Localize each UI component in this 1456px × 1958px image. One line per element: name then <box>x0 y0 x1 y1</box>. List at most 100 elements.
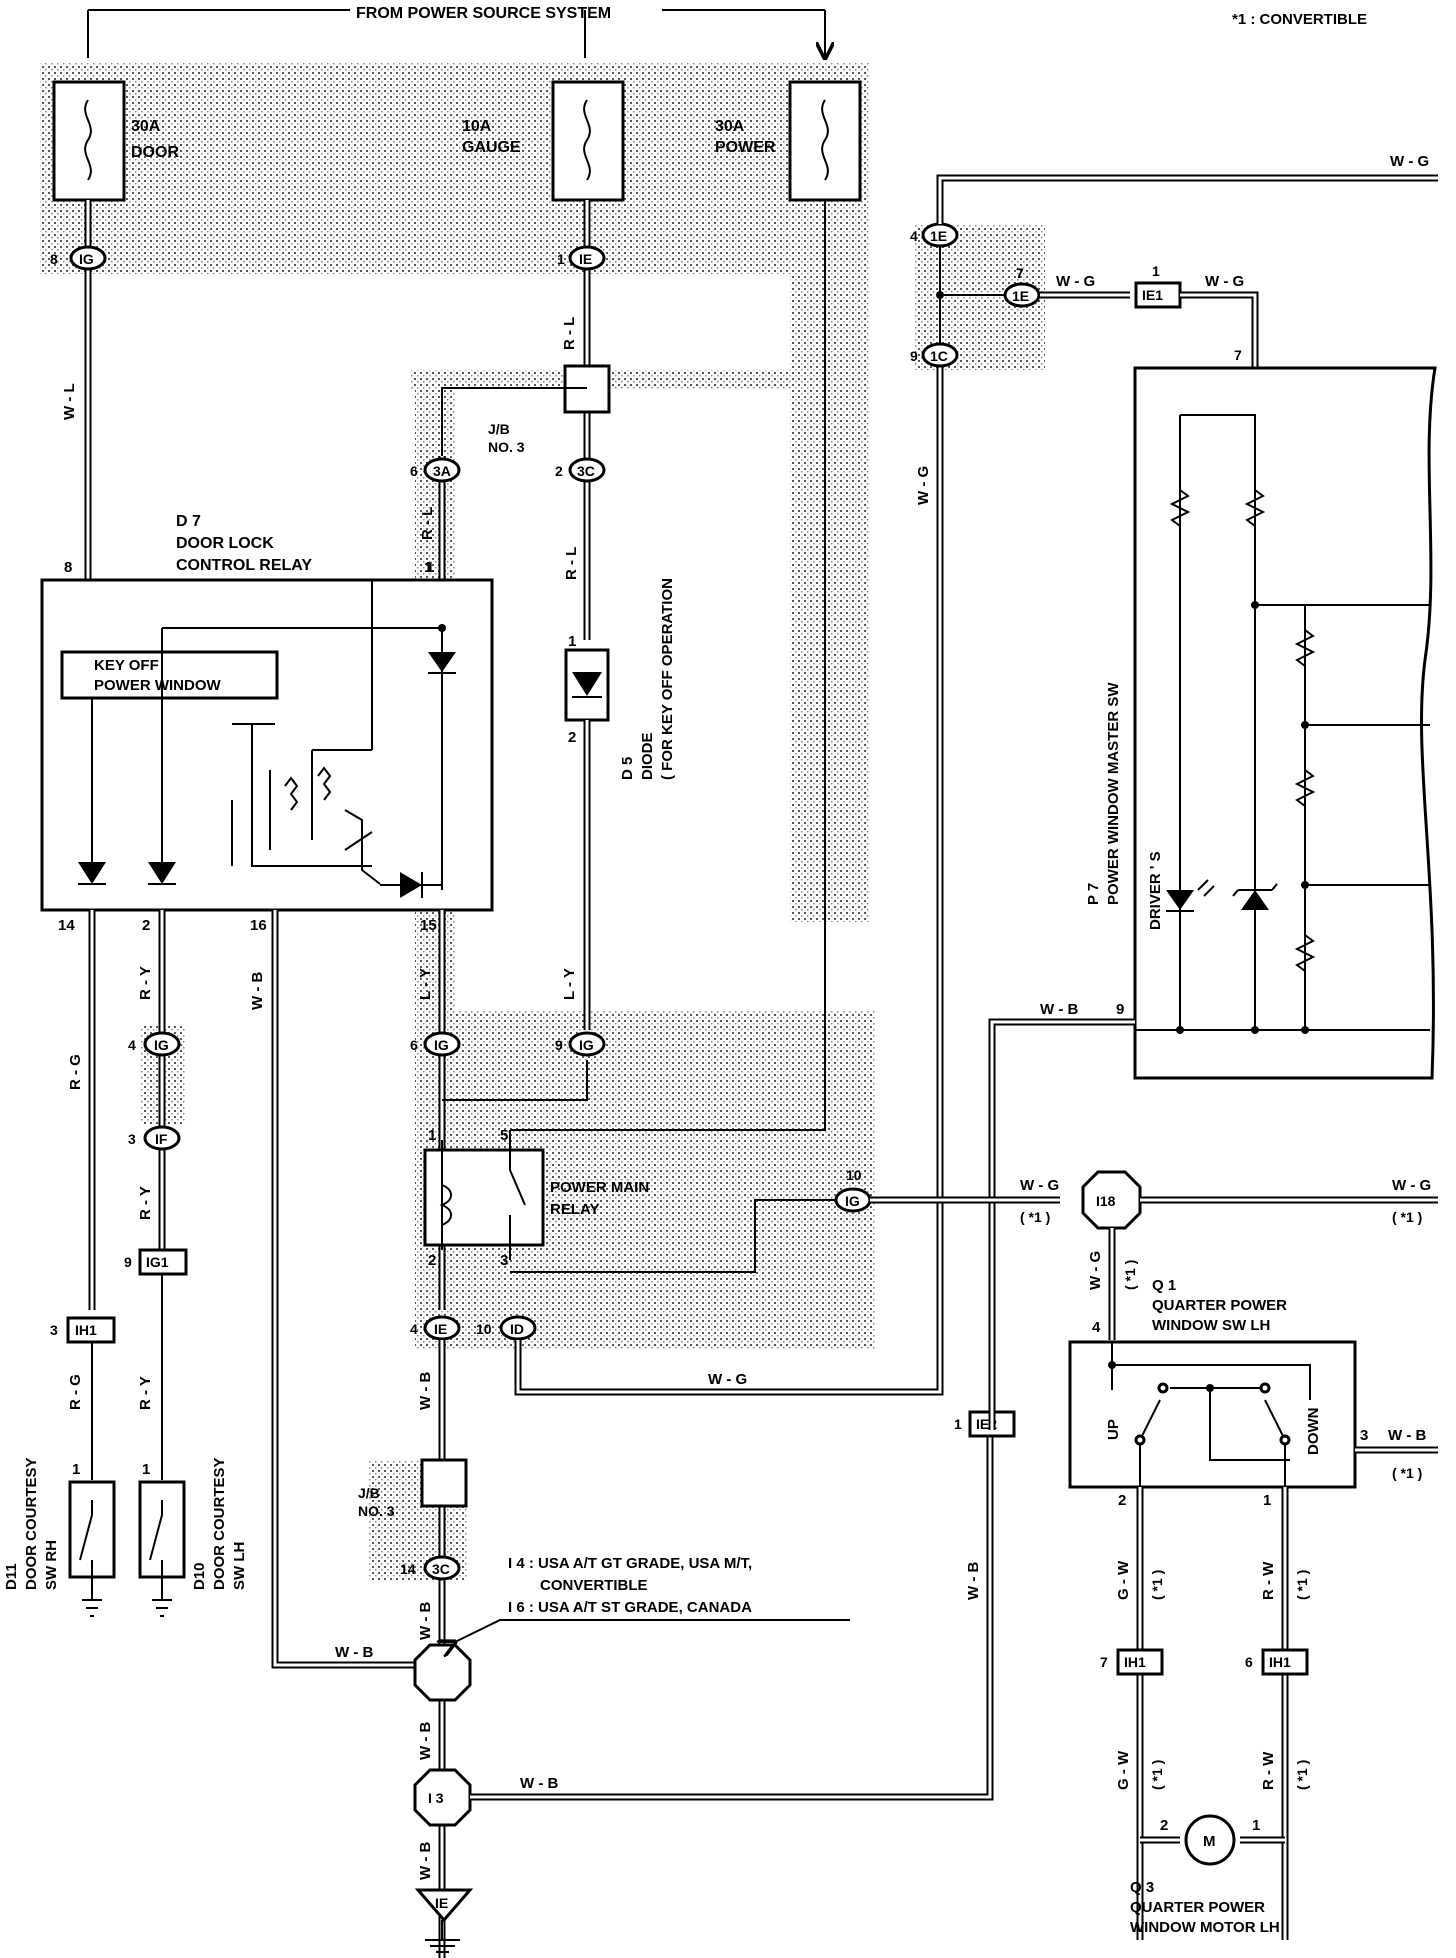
svg-text:3A: 3A <box>433 463 451 479</box>
svg-text:9: 9 <box>555 1037 563 1053</box>
svg-text:3: 3 <box>500 1252 508 1269</box>
svg-text:2: 2 <box>555 463 563 479</box>
diode-d5: 1 2 D 5 DIODE ( FOR KEY OFF OPERATION <box>564 578 676 780</box>
svg-text:4: 4 <box>1092 1319 1101 1336</box>
svg-text:IG: IG <box>579 1037 594 1053</box>
connector-ih1-3 <box>66 1316 116 1344</box>
connector-id-10 <box>499 1315 537 1341</box>
connector-if-3 <box>143 1125 181 1151</box>
svg-text:W - B: W - B <box>417 1602 434 1640</box>
connector-ih1-6 <box>1261 1648 1309 1676</box>
svg-text:14: 14 <box>400 1561 416 1577</box>
svg-text:1: 1 <box>954 1416 962 1432</box>
svg-text:IG: IG <box>845 1193 860 1209</box>
svg-text:R - L: R - L <box>561 317 578 350</box>
svg-text:9: 9 <box>124 1254 132 1270</box>
svg-text:8: 8 <box>64 559 72 576</box>
svg-text:4: 4 <box>410 1321 418 1337</box>
svg-text:1E: 1E <box>1012 288 1029 304</box>
svg-text:1: 1 <box>568 633 576 650</box>
svg-text:1: 1 <box>428 1127 436 1144</box>
svg-text:DOOR LOCK: DOOR LOCK <box>176 535 274 552</box>
svg-text:R - G: R - G <box>67 1054 84 1090</box>
connector-ie-4 <box>423 1315 461 1341</box>
fuse-door: 30A DOOR <box>52 80 179 202</box>
jb-node-lower <box>420 1458 468 1508</box>
svg-text:3C: 3C <box>577 463 595 479</box>
svg-text:IG: IG <box>434 1037 449 1053</box>
svg-text:30A: 30A <box>131 118 161 135</box>
svg-text:W - G: W - G <box>1020 1177 1059 1194</box>
svg-text:J/B: J/B <box>488 421 510 437</box>
svg-text:( FOR KEY OFF OPERATION: ( FOR KEY OFF OPERATION <box>659 578 676 780</box>
fuse-power: 30A POWER <box>715 80 862 202</box>
quarter-power-window-motor-q3: M 2 1 Q 3 QUARTER POWER WINDOW MOTOR LH <box>1130 1814 1285 1936</box>
svg-text:1C: 1C <box>930 348 948 364</box>
svg-text:W - B: W - B <box>417 1372 434 1410</box>
svg-text:R - G: R - G <box>67 1374 84 1410</box>
svg-text:1: 1 <box>1152 263 1160 279</box>
svg-text:IE1: IE1 <box>1142 287 1163 303</box>
svg-text:4: 4 <box>910 228 918 244</box>
svg-text:POWER WINDOW MASTER SW: POWER WINDOW MASTER SW <box>1105 682 1122 905</box>
svg-text:IG1: IG1 <box>146 1254 169 1270</box>
svg-text:1: 1 <box>426 559 434 576</box>
svg-text:QUARTER POWER: QUARTER POWER <box>1152 1297 1287 1314</box>
connector-ih1-7 <box>1116 1648 1164 1676</box>
svg-text:W - G: W - G <box>915 466 932 505</box>
svg-text:( *1 ): ( *1 ) <box>1392 1465 1422 1481</box>
svg-text:3: 3 <box>128 1131 136 1147</box>
svg-text:8: 8 <box>50 251 58 267</box>
svg-text:UP: UP <box>1105 1419 1122 1440</box>
svg-text:NO. 3: NO. 3 <box>488 439 525 455</box>
svg-text:( *1 ): ( *1 ) <box>1392 1209 1422 1225</box>
svg-text:W - B: W - B <box>1388 1427 1426 1444</box>
svg-text:DRIVER ' S: DRIVER ' S <box>1147 851 1164 930</box>
svg-text:( *1 ): ( *1 ) <box>1122 1260 1138 1290</box>
svg-text:2: 2 <box>568 729 576 746</box>
svg-text:9: 9 <box>1116 1001 1124 1018</box>
svg-text:R - L: R - L <box>563 547 580 580</box>
svg-text:3C: 3C <box>432 1561 450 1577</box>
svg-text:DOOR COURTESY: DOOR COURTESY <box>211 1457 228 1590</box>
svg-text:( *1 ): ( *1 ) <box>1020 1209 1050 1225</box>
svg-text:IE: IE <box>434 1321 447 1337</box>
connector-ig1-9 <box>138 1248 188 1276</box>
fuse-gauge: 10A GAUGE <box>462 80 625 202</box>
svg-text:W - B: W - B <box>417 1842 434 1880</box>
door-courtesy-sw-rh: D11 DOOR COURTESY SW RH <box>3 1457 116 1617</box>
connector-3a-6 <box>423 457 461 483</box>
svg-text:W - B: W - B <box>520 1775 558 1792</box>
svg-text:16: 16 <box>250 917 267 934</box>
svg-text:D11: D11 <box>3 1563 20 1590</box>
svg-text:W - G: W - G <box>1390 153 1429 170</box>
svg-text:Q 1: Q 1 <box>1152 1277 1176 1294</box>
svg-text:W - G: W - G <box>1056 273 1095 290</box>
svg-text:2: 2 <box>1160 1817 1168 1834</box>
svg-text:10: 10 <box>846 1167 862 1183</box>
svg-text:2: 2 <box>1118 1492 1126 1509</box>
svg-text:IG: IG <box>79 251 94 267</box>
connector-3c-14 <box>423 1555 461 1581</box>
connector-ig-8 <box>69 245 107 271</box>
svg-text:R - W: R - W <box>1260 1561 1277 1600</box>
svg-text:6: 6 <box>410 1037 418 1053</box>
svg-text:D10: D10 <box>191 1562 208 1590</box>
svg-text:( *1 ): ( *1 ) <box>1149 1570 1165 1600</box>
svg-text:( *1 ): ( *1 ) <box>1149 1760 1165 1790</box>
svg-text:WINDOW MOTOR LH: WINDOW MOTOR LH <box>1130 1919 1280 1936</box>
connector-3c-2 <box>568 457 606 483</box>
svg-text:2: 2 <box>428 1252 436 1269</box>
power-source-label: FROM POWER SOURCE SYSTEM <box>356 5 611 22</box>
svg-text:W - B: W - B <box>965 1562 982 1600</box>
svg-text:POWER: POWER <box>715 139 776 156</box>
svg-text:W - G: W - G <box>1087 1251 1104 1290</box>
svg-text:POWER MAIN: POWER MAIN <box>550 1179 649 1196</box>
svg-text:I 6 : USA A/T ST GRADE, CANADA: I 6 : USA A/T ST GRADE, CANADA <box>508 1599 752 1616</box>
svg-text:KEY OFF: KEY OFF <box>94 657 159 674</box>
connector-ig-9 <box>568 1031 606 1057</box>
svg-text:P 7: P 7 <box>1085 883 1102 905</box>
svg-text:1: 1 <box>557 251 565 267</box>
svg-text:IH1: IH1 <box>1124 1654 1146 1670</box>
svg-text:10A: 10A <box>462 118 492 135</box>
